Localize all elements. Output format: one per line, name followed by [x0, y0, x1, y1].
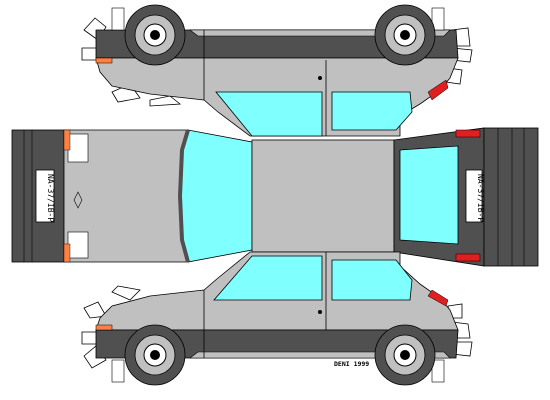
door-handle [318, 310, 322, 314]
indicator-light [63, 243, 71, 263]
indicator-light [95, 324, 113, 331]
window-front [331, 259, 413, 301]
license-plate-text-rear: NA-37/IB-P [476, 174, 485, 222]
rear-panel: NA-37/IB-P [393, 127, 539, 267]
roof [251, 139, 395, 253]
headlight [67, 231, 89, 259]
side-panel-bottom: DENI 1999 [81, 251, 473, 386]
wheel [374, 4, 445, 66]
window-front [331, 91, 413, 131]
wheel [111, 4, 186, 66]
side-panel-top [81, 4, 473, 137]
window-rear [215, 91, 323, 137]
rear-window [399, 145, 459, 245]
indicator-light [95, 57, 113, 64]
license-plate-front [35, 169, 55, 223]
license-plate-rear [465, 169, 483, 223]
tail-light [455, 253, 481, 262]
headlight [67, 133, 89, 163]
door-handle [318, 76, 322, 80]
tail-light [427, 289, 449, 307]
window-rear [213, 255, 323, 301]
tail-light [427, 79, 449, 101]
brand-logo [73, 191, 83, 209]
indicator-light [63, 129, 71, 151]
designer-signature: DENI 1999 [334, 360, 369, 368]
wheel [374, 324, 445, 386]
tail-light [455, 129, 481, 138]
glue-tab [111, 285, 141, 301]
glue-tab [83, 345, 107, 369]
sill-strip [95, 329, 459, 359]
license-plate-text-front: NA-37/IB-P [46, 174, 55, 222]
windshield [179, 129, 253, 263]
front-panel: NA-37/IB-P [11, 129, 253, 263]
wheel [111, 324, 186, 386]
bumper-rear [483, 127, 539, 267]
glue-tab [149, 95, 182, 107]
